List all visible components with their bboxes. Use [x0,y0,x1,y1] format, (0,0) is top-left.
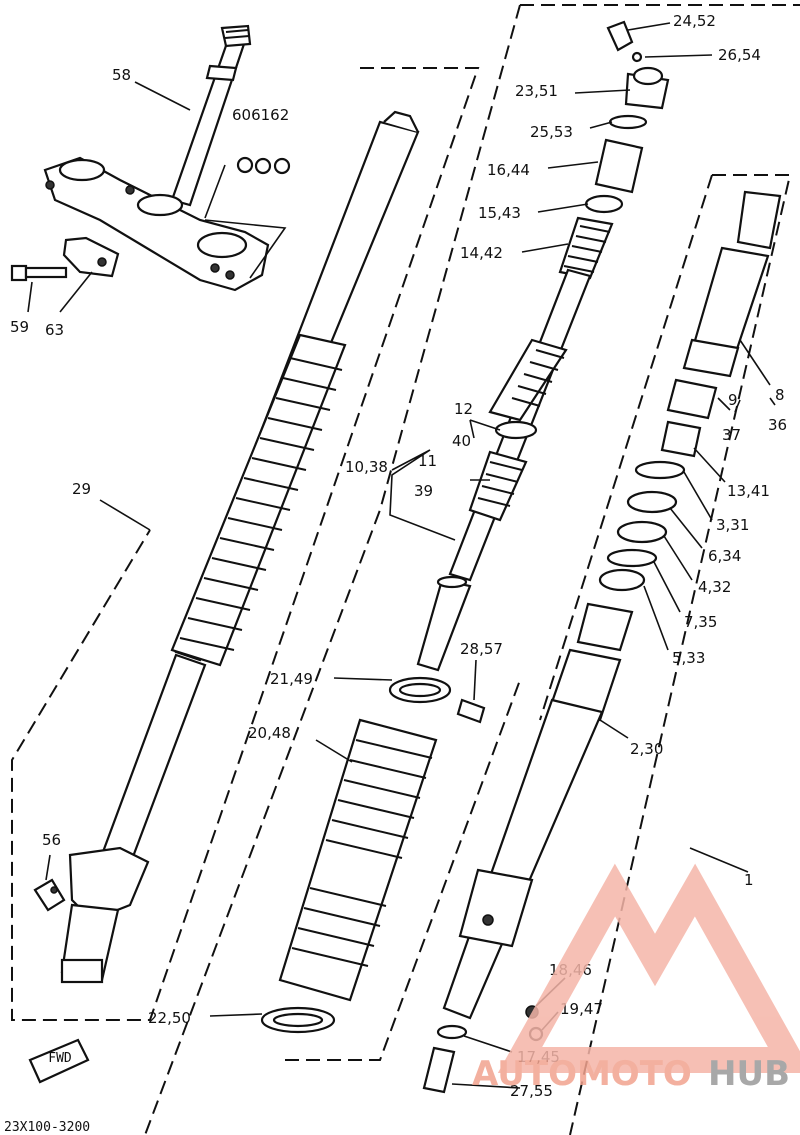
label-15-43: 15,43 [478,204,521,222]
label-13-41: 13,41 [727,482,770,500]
watermark-brand-part2: HUB [708,1054,790,1094]
label-10-38: 10,38 [345,458,388,476]
washers-60-62 [236,156,291,175]
label-40: 40 [452,432,471,450]
seat-15-43 [584,194,624,214]
label-23-51: 23,51 [515,82,558,100]
label-59: 59 [10,318,29,336]
label-25-53: 25,53 [530,123,573,141]
label-16-44: 16,44 [487,161,530,179]
label-27-55: 27,55 [510,1082,553,1100]
label-26-54: 26,54 [718,46,761,64]
bushing-9-37 [666,378,718,420]
label-20-48: 20,48 [248,724,291,742]
label-29: 29 [72,480,91,498]
label-21-49: 21,49 [270,670,313,688]
label-19-47: 19,47 [560,1000,603,1018]
clamp-22-50 [260,1006,336,1034]
label-37: 37 [722,426,741,444]
label-1: 1 [744,871,754,889]
inner-tube-top [682,190,782,378]
ring-25-53 [608,114,648,130]
boundary-boot-lower [285,679,521,1061]
label-22-50: 22,50 [148,1009,191,1027]
diagram-code: 23X100-3200 [4,1120,90,1135]
clip-7-35 [606,548,658,568]
seal-3-31 [634,460,686,480]
label-7-35: 7,35 [684,613,717,631]
bolt-27-55 [422,1046,456,1094]
label-4-32: 4,32 [698,578,731,596]
rebound-spring-11-39 [468,450,528,522]
spacer-16-44 [594,138,644,194]
label-6-34: 6,34 [708,547,741,565]
bolt-59 [10,264,68,282]
seal-5-33 [598,568,646,592]
fork-boot-29 [170,333,347,667]
boundary-inner-assembly [144,4,800,1135]
cap-23-51 [624,66,670,110]
label-39: 39 [414,482,433,500]
o-ring-26-54 [631,51,643,63]
steering-stem-58 [170,24,252,207]
label-63: 63 [45,321,64,339]
damper-cylinder-10-38 [416,575,472,672]
leader-lines [27,22,776,1089]
label-11: 11 [418,452,437,470]
watermark-triangle-logo [497,863,800,1073]
label-14-42: 14,42 [460,244,503,262]
bolt-56 [33,878,66,912]
label-5-33: 5,33 [672,649,705,667]
label-2-30: 2,30 [630,740,663,758]
lower-bracket-clamp [43,156,270,292]
label-3-31: 3,31 [716,516,749,534]
bolt-28-57 [456,698,486,724]
label-28-57: 28,57 [460,640,503,658]
label-8: 8 [775,386,785,404]
ring-12-40 [494,420,538,440]
outer-tube-2-30 [442,602,634,1020]
fwd-mark-text: FWD [48,1051,72,1066]
seal-4-32 [616,520,668,544]
label-36: 36 [768,416,787,434]
label-9: 9 [728,391,738,409]
label-58: 58 [112,66,131,84]
clamp-21-49 [388,676,452,704]
boundary-outer-tube [539,174,792,1135]
boundary-fork-left [11,67,480,1021]
label-60-62: 606162 [232,106,289,124]
bushing-13-41 [660,420,702,458]
bracket-63 [62,236,120,278]
cap-bolt-24-52 [606,20,634,52]
label-12: 12 [454,400,473,418]
washer-17-45 [436,1024,468,1040]
watermark: AUTOMOTO HUB [472,863,800,1094]
boot-20-48 [278,718,438,1002]
fwd-marker: FWD [28,1038,90,1084]
watermark-brand-part1: AUTOMOTO [472,1054,692,1094]
label-24-52: 24,52 [673,12,716,30]
label-56: 56 [42,831,61,849]
washer-6-34 [626,490,678,514]
